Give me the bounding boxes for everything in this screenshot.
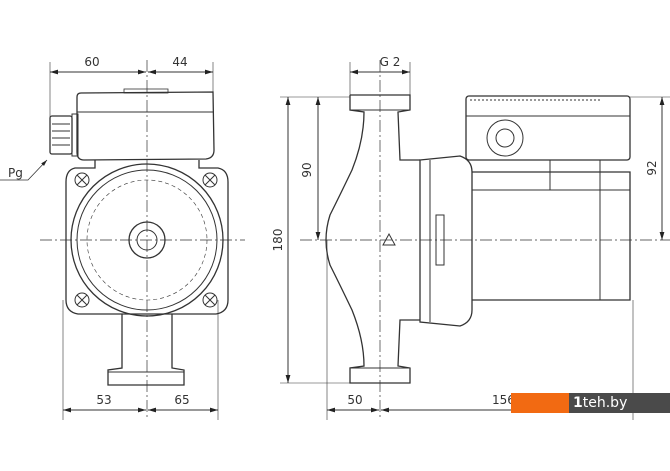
dim-92-label: 92 xyxy=(645,160,659,175)
watermark-domain: teh.by xyxy=(582,395,628,411)
dim-50-label: 50 xyxy=(347,393,362,407)
watermark-orange-block xyxy=(511,393,569,413)
dim-90-label: 90 xyxy=(300,162,314,177)
pg-label: Pg xyxy=(8,166,23,180)
dim-65-label: 65 xyxy=(174,393,189,407)
dim-g2-label: G 2 xyxy=(380,55,401,69)
front-view xyxy=(0,60,245,420)
side-view xyxy=(280,60,670,420)
dim-156-label: 156 xyxy=(492,393,515,407)
watermark-text: 1teh.by xyxy=(569,393,670,413)
dim-180-label: 180 xyxy=(271,229,285,252)
dim-44-label: 44 xyxy=(172,55,187,69)
watermark-mark: 1 xyxy=(573,395,583,411)
dim-53-label: 53 xyxy=(96,393,111,407)
dim-60-label: 60 xyxy=(84,55,99,69)
bolt-icons xyxy=(74,172,218,308)
watermark-logo: 1teh.by xyxy=(511,393,670,413)
